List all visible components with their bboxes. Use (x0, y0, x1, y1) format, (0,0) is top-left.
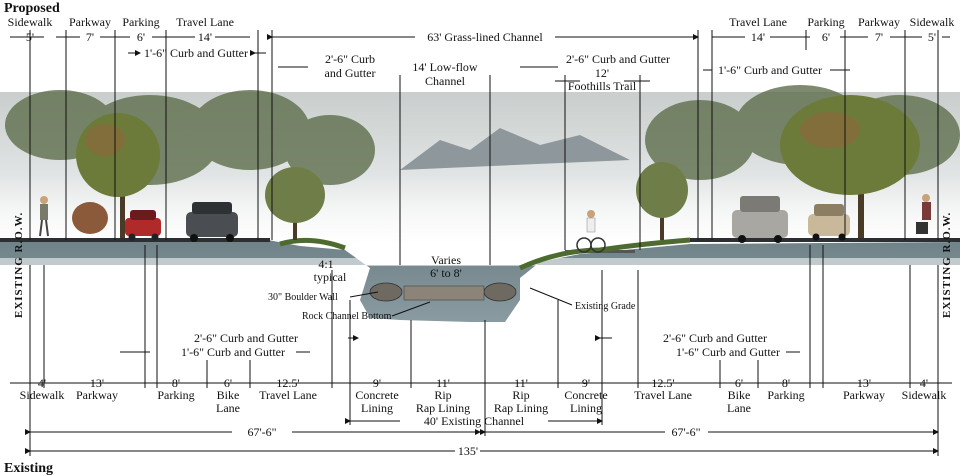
bottom-right-curb-2: 2'-6" Curb and Gutter (663, 331, 767, 345)
half-width-left: 67'-6" (247, 425, 276, 439)
bottom-left-curb-2: 2'-6" Curb and Gutter (194, 331, 298, 345)
bottom-right-curb-1: 1'-6" Curb and Gutter (676, 345, 780, 359)
street-left (0, 238, 270, 242)
top-channel-width: 63' Grass-lined Channel (427, 30, 543, 44)
top-right-parking-dim: 6' (822, 30, 830, 44)
top-left-curb-1: 1'-6" Curb and Gutter (144, 46, 248, 60)
segment-label: Travel Lane (634, 388, 692, 402)
scene-illustration (0, 85, 960, 322)
tree-right-slope (636, 162, 688, 240)
segment-label: Rap Lining (416, 401, 470, 415)
top-right-curb-1: 1'-6" Curb and Gutter (718, 63, 822, 77)
segment-label: Parking (157, 388, 194, 402)
row-left-label: EXISTING R.O.W. (13, 212, 25, 318)
row-right-label: EXISTING R.O.W. (941, 212, 953, 318)
street-right (690, 238, 960, 242)
segment-label: Rip (512, 388, 529, 402)
segment-label: Sidewalk (20, 388, 65, 402)
top-trail-width: 12' (595, 66, 609, 80)
slope-plants-left (279, 237, 346, 251)
cyclist (576, 210, 606, 253)
boulder-wall-label: 30" Boulder Wall (268, 292, 338, 303)
top-right-parkway-dim: 7' (875, 30, 883, 44)
top-right-parking-label: Parking (807, 15, 844, 29)
shrub-left (72, 202, 108, 234)
top-right-sidewalk-dim: 5' (928, 30, 936, 44)
pedestrian-left (39, 196, 49, 237)
top-left-travel-lane-dim: 14' (198, 30, 212, 44)
section-notes: EXISTING R.O.W. EXISTING R.O.W. 4:1 typi… (13, 212, 953, 322)
slope-typical: typical (314, 270, 347, 284)
top-left-parking-dim: 6' (137, 30, 145, 44)
top-right-curb-2: 2'-6" Curb and Gutter (566, 52, 670, 66)
top-lowflow-a: 14' Low-flow (412, 60, 477, 74)
segment-label: Bike (728, 388, 751, 402)
segment-label: Lane (216, 401, 240, 415)
segment-label: Parkway (76, 388, 118, 402)
total-width: 135' (458, 444, 478, 458)
ground-mass (0, 240, 960, 322)
top-left-parkway-label: Parkway (69, 15, 111, 29)
top-left-sidewalk-label: Sidewalk (8, 15, 53, 29)
car-left-red (125, 210, 161, 241)
varies-label: Varies (431, 253, 461, 267)
varies-range: 6' to 8' (430, 266, 462, 280)
slope-ratio: 4:1 (318, 257, 333, 271)
tree-left-slope (265, 167, 325, 240)
segment-label: Parking (767, 388, 804, 402)
existing-channel-width: 40' Existing Channel (424, 414, 525, 428)
existing-bottom-labels: 2'-6" Curb and Gutter 1'-6" Curb and Gut… (181, 331, 780, 359)
segment-label: Concrete (355, 388, 398, 402)
top-left-parking-label: Parking (122, 15, 159, 29)
half-width-right: 67'-6" (671, 425, 700, 439)
pedestrian-right (916, 194, 931, 234)
top-right-parkway-label: Parkway (858, 15, 900, 29)
car-right-sedan (808, 204, 850, 241)
proposed-dimension-lines (10, 30, 950, 265)
segment-label: Lining (570, 401, 602, 415)
segment-label: Lining (361, 401, 393, 415)
car-left-gray (186, 202, 238, 242)
rock-bottom-label: Rock Channel Bottom (302, 311, 392, 322)
channel-boulders (369, 282, 517, 302)
top-right-sidewalk-label: Sidewalk (910, 15, 955, 29)
existing-totals: 40' Existing Channel 67'-6" 67'-6" 135' (247, 414, 700, 458)
segment-label: Bike (217, 388, 240, 402)
distant-mountains (400, 128, 630, 170)
existing-segments: 4'Sidewalk13'Parkway8'Parking6'BikeLane1… (20, 376, 947, 415)
heading-existing: Existing (4, 461, 53, 476)
segment-label: Lane (727, 401, 751, 415)
proposed-top-labels: Sidewalk 5' Parkway 7' Parking 6' Travel… (8, 15, 955, 93)
existing-dimension-lines (10, 245, 952, 456)
top-lowflow-b: Channel (425, 74, 466, 88)
segment-label: Concrete (564, 388, 607, 402)
top-left-travel-lane-label: Travel Lane (176, 15, 234, 29)
segment-label: Travel Lane (259, 388, 317, 402)
top-left-curb-2b: and Gutter (325, 66, 376, 80)
top-right-travel-lane-label: Travel Lane (729, 15, 787, 29)
segment-label: Sidewalk (902, 388, 947, 402)
top-left-parkway-dim: 7' (86, 30, 94, 44)
segment-label: Rip (434, 388, 451, 402)
heading-proposed: Proposed (4, 1, 60, 16)
existing-grade-label: Existing Grade (575, 301, 636, 312)
ground-fade (0, 258, 960, 266)
segment-label: Rap Lining (494, 401, 548, 415)
bottom-left-curb-1: 1'-6" Curb and Gutter (181, 345, 285, 359)
slope-plants-right (518, 237, 691, 271)
top-left-curb-2a: 2'-6" Curb (325, 52, 375, 66)
top-right-travel-lane-dim: 14' (751, 30, 765, 44)
segment-label: Parkway (843, 388, 885, 402)
top-trail-label: Foothills Trail (568, 79, 637, 93)
car-right-suv (732, 196, 788, 243)
